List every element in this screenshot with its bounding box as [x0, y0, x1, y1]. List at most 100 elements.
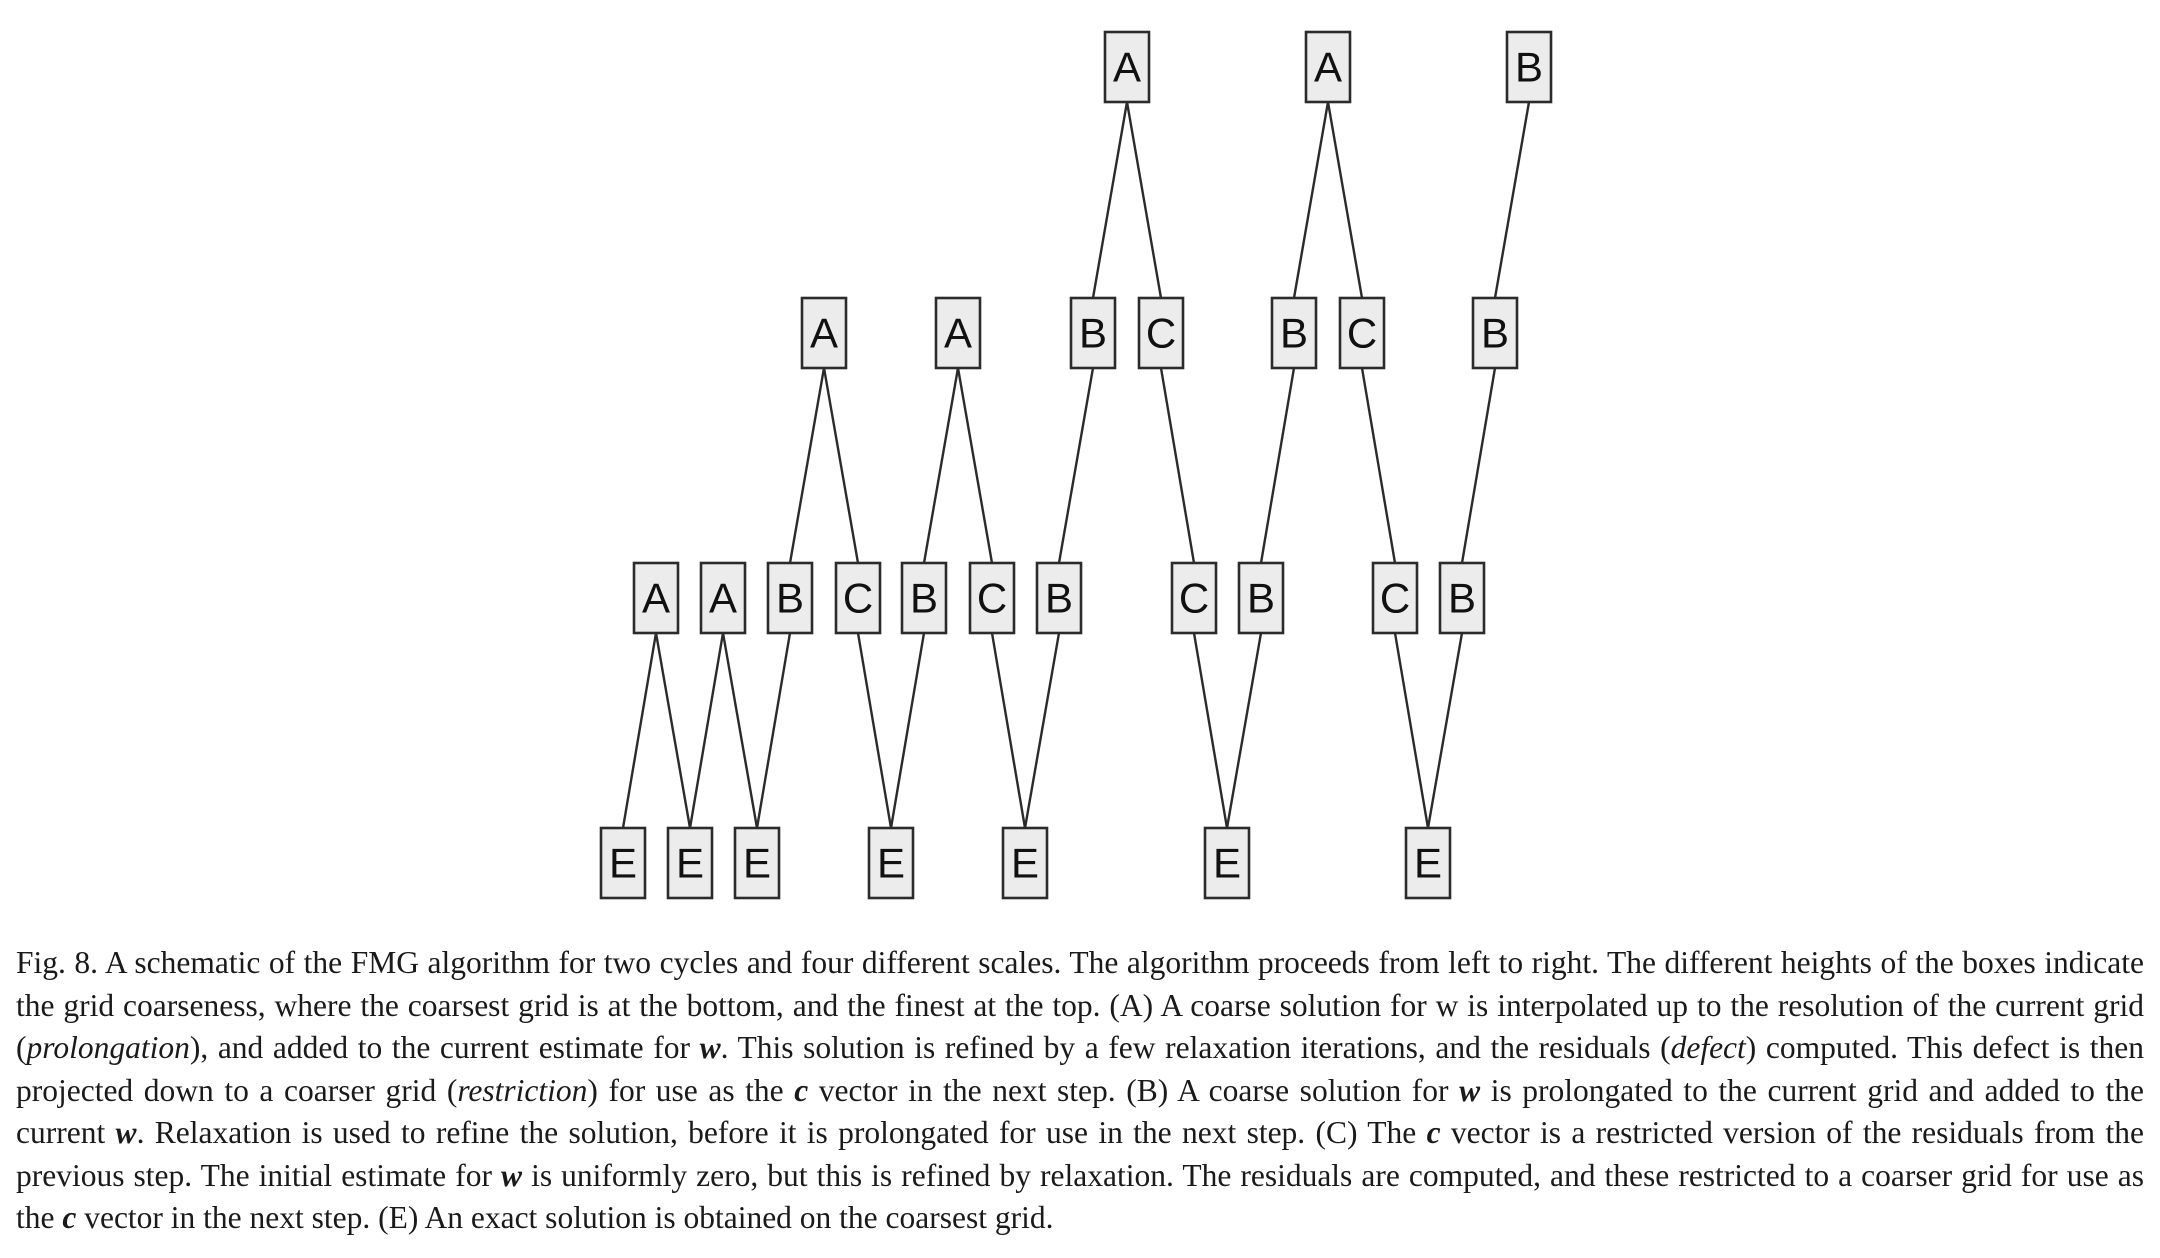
diagram-node-b: B	[1069, 296, 1117, 370]
caption-text: vector in the next step. (B) A coarse so…	[808, 1072, 1460, 1108]
diagram-edge	[621, 632, 658, 829]
diagram-edge	[654, 632, 692, 829]
diagram-edge	[755, 632, 792, 829]
caption-text: . This solution is refined by a few rela…	[720, 1030, 1671, 1065]
node-box	[733, 826, 781, 900]
diagram-edge	[1192, 632, 1229, 829]
diagram-edge	[822, 367, 860, 564]
caption-symbol-w: w	[699, 1030, 721, 1065]
diagram-node-c: C	[968, 561, 1016, 635]
diagram-edges	[621, 101, 1531, 829]
diagram-edge	[721, 632, 759, 829]
caption-text: ) for use as the	[587, 1072, 795, 1108]
diagram-node-a: A	[800, 296, 848, 370]
diagram-node-e: E	[599, 826, 647, 900]
diagram-node-a: A	[632, 561, 680, 635]
node-box	[1338, 296, 1386, 370]
node-label: B	[1515, 44, 1543, 91]
node-box	[968, 561, 1016, 635]
node-label: E	[1011, 840, 1039, 887]
diagram-edge	[990, 632, 1027, 829]
node-label: B	[910, 575, 938, 622]
node-box	[1203, 826, 1251, 900]
node-label: E	[1414, 840, 1442, 887]
node-label: B	[776, 575, 804, 622]
node-box	[1237, 561, 1285, 635]
diagram-edge	[1493, 101, 1531, 299]
diagram-node-b: B	[1505, 30, 1553, 104]
node-label: C	[1179, 575, 1209, 622]
node-label: E	[676, 840, 704, 887]
diagram-edge	[1426, 632, 1464, 829]
diagram-node-a: A	[934, 296, 982, 370]
node-label: B	[1045, 575, 1073, 622]
caption-symbol-c: c	[62, 1200, 77, 1235]
node-box	[934, 296, 982, 370]
diagram-edge	[688, 632, 725, 829]
diagram-edge	[856, 632, 893, 829]
caption-text: ), and added to the current estimate for	[189, 1030, 700, 1065]
diagram-node-e: E	[733, 826, 781, 900]
diagram-node-c: C	[834, 561, 882, 635]
diagram-node-b: B	[1471, 296, 1519, 370]
node-label: E	[743, 840, 771, 887]
diagram-edge	[956, 367, 994, 564]
node-box	[1137, 296, 1185, 370]
node-box	[834, 561, 882, 635]
node-box	[666, 826, 714, 900]
caption-symbol-c: c	[794, 1072, 809, 1108]
caption-symbol-c: c	[1426, 1115, 1441, 1150]
diagram-edge	[1225, 632, 1263, 829]
node-box	[1001, 826, 1049, 900]
node-box	[599, 826, 647, 900]
node-box	[766, 561, 814, 635]
diagram-node-e: E	[1001, 826, 1049, 900]
diagram-node-e: E	[1203, 826, 1251, 900]
diagram-node-a: A	[699, 561, 747, 635]
node-box	[1270, 296, 1318, 370]
node-box	[900, 561, 948, 635]
caption-symbol-w: w	[1459, 1072, 1481, 1108]
caption-symbol-w: w	[115, 1115, 137, 1150]
node-label: B	[1481, 310, 1509, 357]
node-box	[1438, 561, 1486, 635]
node-box	[1069, 296, 1117, 370]
diagram-edge	[1159, 367, 1196, 564]
node-label: B	[1079, 310, 1107, 357]
node-label: C	[1380, 575, 1410, 622]
node-label: B	[1280, 310, 1308, 357]
diagram-edge	[1292, 101, 1330, 299]
node-label: E	[877, 840, 905, 887]
diagram-node-b: B	[900, 561, 948, 635]
node-box	[699, 561, 747, 635]
diagram-node-e: E	[867, 826, 915, 900]
diagram-node-e: E	[1404, 826, 1452, 900]
figure-caption: Fig. 8. A schematic of the FMG algorithm…	[16, 942, 2144, 1240]
node-label: B	[1448, 575, 1476, 622]
node-box	[1404, 826, 1452, 900]
diagram-edge	[1393, 632, 1430, 829]
diagram-node-b: B	[1438, 561, 1486, 635]
diagram-node-b: B	[766, 561, 814, 635]
diagram-edge	[1091, 101, 1129, 299]
caption-text: vector in the next step. (E) An exact so…	[76, 1200, 1054, 1235]
diagram-edge	[1125, 101, 1163, 299]
node-label: C	[977, 575, 1007, 622]
diagram-node-b: B	[1270, 296, 1318, 370]
node-label: C	[1347, 310, 1377, 357]
diagram-node-b: B	[1035, 561, 1083, 635]
diagram-edge	[788, 367, 826, 564]
diagram-edge	[1326, 101, 1364, 299]
diagram-node-c: C	[1371, 561, 1419, 635]
node-label: C	[1146, 310, 1176, 357]
diagram-node-b: B	[1237, 561, 1285, 635]
node-label: A	[944, 310, 972, 357]
node-box	[1304, 30, 1352, 104]
caption-text: Fig. 8. A schematic of the FMG algorithm…	[16, 945, 2144, 1065]
diagram-edge	[1259, 367, 1296, 564]
node-box	[867, 826, 915, 900]
node-label: E	[609, 840, 637, 887]
node-box	[632, 561, 680, 635]
diagram-edge	[1057, 367, 1095, 564]
caption-text: is prolongated to the current grid and a…	[16, 1072, 2144, 1151]
